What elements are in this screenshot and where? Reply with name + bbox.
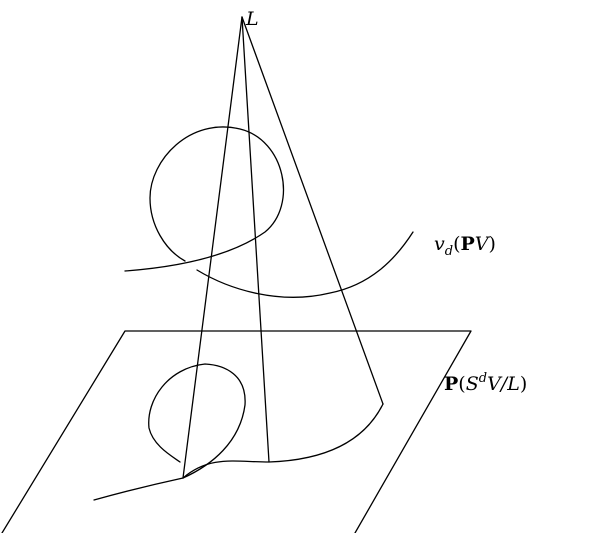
- veronese-label-V: V: [475, 233, 491, 255]
- projection-label-P: P: [444, 373, 458, 395]
- projection-label-sup: d: [479, 371, 487, 386]
- cone-line-right: [241, 16, 384, 405]
- cone-line-middle: [241, 16, 270, 463]
- projection-label-open: (: [458, 373, 465, 395]
- projection-plane: [1, 330, 472, 533]
- veronese-curve-loop: [124, 126, 285, 272]
- veronese-curve-arc: [196, 231, 414, 298]
- projected-curve-loop: [93, 363, 246, 501]
- apex-label: L: [245, 8, 259, 30]
- veronese-label-sub: d: [445, 244, 453, 259]
- projected-curve-arc: [182, 403, 384, 479]
- veronese-label-close: ): [489, 233, 496, 255]
- projection-label-S: S: [466, 373, 479, 395]
- projection-label-close: ): [520, 373, 527, 395]
- veronese-label-P: P: [460, 233, 474, 255]
- veronese-label-open: (: [453, 233, 460, 255]
- projection-label-rest: V/L: [487, 373, 520, 395]
- veronese-label-v: v: [434, 233, 445, 255]
- veronese-label: vd(PV): [434, 233, 496, 259]
- cone-line-left: [182, 16, 243, 479]
- projection-label: P(SdV/L): [444, 371, 527, 395]
